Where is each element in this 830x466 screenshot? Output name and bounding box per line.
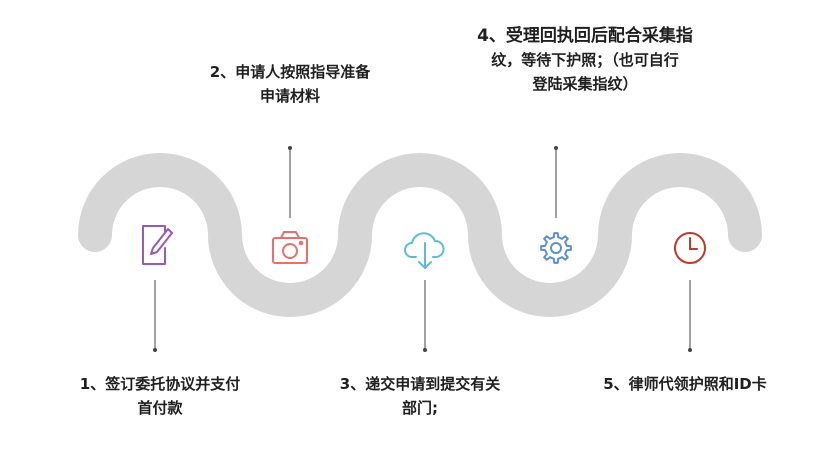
step-1-label: 1、签订委托协议并支付 首付款	[40, 372, 280, 420]
connector-step2-dot	[288, 146, 292, 150]
step-4-label: 4、受理回执回后配合采集指 纹，等待下护照；（也可自行 登陆采集指纹）	[450, 24, 720, 96]
step-4-line-1: 4、受理回执回后配合采集指	[477, 26, 693, 46]
step-4-line-3: 登陆采集指纹）	[532, 75, 638, 93]
step-2-line-1: 2、申请人按照指导准备	[209, 63, 371, 81]
step-3-label: 3、递交申请到提交有关 部门;	[300, 372, 540, 420]
step-2-line-2: 申请材料	[259, 87, 320, 105]
gear-icon	[540, 232, 572, 264]
step-2-label: 2、申请人按照指导准备 申请材料	[170, 60, 410, 108]
edit-document-icon	[142, 225, 173, 265]
step-5-label: 5、律师代领护照和ID卡	[565, 372, 805, 396]
connector-step5-dot	[688, 348, 692, 352]
step-1-line-2: 首付款	[137, 399, 183, 417]
step-3-line-2: 部门;	[402, 399, 438, 417]
cloud-download-icon	[404, 232, 445, 269]
camera-icon	[272, 231, 308, 264]
connector-step4-dot	[554, 146, 558, 150]
step-5-line-1: 5、律师代领护照和ID卡	[603, 375, 767, 393]
connector-step1-dot	[153, 348, 157, 352]
connector-lines	[153, 146, 692, 352]
clock-icon	[674, 232, 706, 264]
connector-step3-dot	[423, 348, 427, 352]
step-3-line-1: 3、递交申请到提交有关	[339, 375, 501, 393]
step-4-line-2: 纹，等待下护照；（也可自行	[491, 51, 679, 69]
step-1-line-1: 1、签订委托协议并支付	[79, 375, 241, 393]
wave-band	[78, 153, 762, 317]
